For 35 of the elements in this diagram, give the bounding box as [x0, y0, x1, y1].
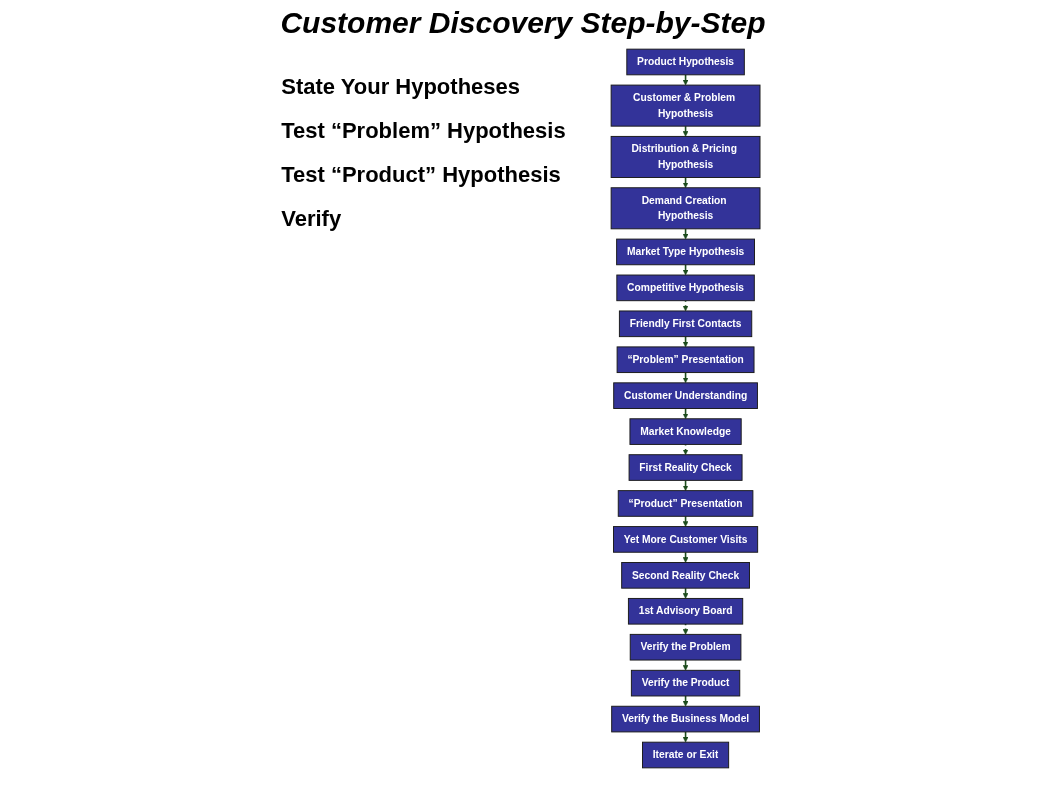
section-heading: State Your Hypotheses [281, 74, 521, 100]
node-box: Distribution & Pricing Hypothesis [610, 135, 761, 178]
arrow [682, 74, 689, 86]
arrow [682, 228, 689, 240]
arrow [682, 659, 689, 671]
section-heading: Verify [281, 206, 343, 232]
arrow [682, 731, 689, 743]
arrow [682, 176, 689, 188]
node-box: Verify the Product [630, 669, 740, 697]
node-box: Second Reality Check [620, 562, 750, 589]
node-box: Yet More Customer Visits [612, 526, 758, 553]
node-box: Competitive Hypothesis [616, 274, 755, 302]
section-heading: Test “Product” Hypothesis [281, 162, 562, 188]
node-box: 1st Advisory Board [627, 597, 743, 625]
node-box: Product Hypothesis [625, 48, 745, 76]
section-heading: Test “Problem” Hypothesis [281, 118, 566, 144]
arrow [682, 263, 689, 276]
node-box: Market Knowledge [629, 418, 742, 445]
arrow [682, 125, 689, 137]
node-box: Verify the Business Model [610, 705, 760, 733]
arrow [682, 335, 689, 348]
node-box: Friendly First Contacts [618, 310, 752, 338]
arrow [682, 407, 689, 419]
node-box: Customer Understanding [612, 382, 758, 409]
diagram-title: Customer Discovery Step-by-Step [280, 6, 766, 40]
arrow [682, 479, 689, 491]
node-box: Customer & Problem Hypothesis [610, 84, 761, 127]
node-box: Verify the Problem [629, 633, 742, 661]
node-box: Demand Creation Hypothesis [610, 187, 761, 230]
node-box: “Product” Presentation [617, 490, 753, 517]
node-box: Iterate or Exit [641, 741, 729, 769]
node-box: First Reality Check [628, 454, 743, 481]
arrow [682, 371, 689, 384]
node-box: Market Type Hypothesis [615, 238, 755, 266]
node-box: “Problem” Presentation [616, 346, 755, 374]
